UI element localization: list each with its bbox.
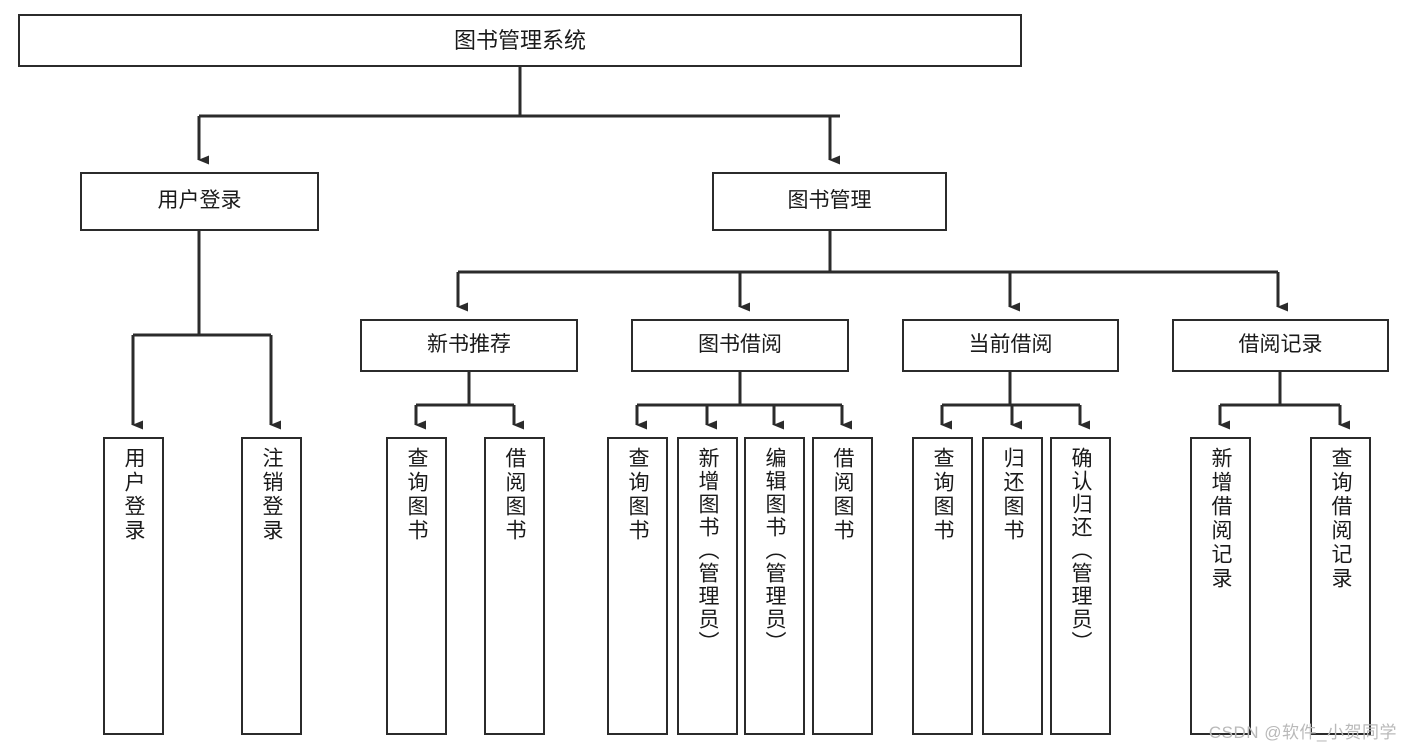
node-leaf-query-book-1-label: 查询图书 (405, 447, 428, 543)
node-leaf-user-logout[interactable]: 注销登录 (241, 437, 302, 735)
node-leaf-add-record-label: 新增借阅记录 (1209, 447, 1232, 591)
node-leaf-query-book-3-label: 查询图书 (931, 447, 954, 543)
node-leaf-user-login[interactable]: 用户登录 (103, 437, 164, 735)
node-leaf-borrow-book-1-label: 借阅图书 (503, 447, 526, 543)
node-leaf-borrow-book-1[interactable]: 借阅图书 (484, 437, 545, 735)
node-leaf-confirm-return-label: 确认归还（管理员） (1069, 447, 1092, 654)
node-leaf-query-book-2[interactable]: 查询图书 (607, 437, 668, 735)
node-borrow-record-label: 借阅记录 (1238, 333, 1323, 357)
node-leaf-add-record[interactable]: 新增借阅记录 (1190, 437, 1251, 735)
node-current-borrow[interactable]: 当前借阅 (902, 319, 1119, 372)
node-leaf-edit-book-label: 编辑图书（管理员） (763, 447, 786, 654)
node-leaf-user-logout-label: 注销登录 (260, 447, 283, 543)
node-leaf-user-login-label: 用户登录 (122, 447, 145, 543)
node-leaf-return-book[interactable]: 归还图书 (982, 437, 1043, 735)
node-leaf-add-book-label: 新增图书（管理员） (696, 447, 719, 654)
node-borrow-record[interactable]: 借阅记录 (1172, 319, 1389, 372)
node-book-borrow-label: 图书借阅 (698, 333, 782, 357)
node-user-login-label: 用户登录 (157, 189, 242, 213)
node-leaf-edit-book[interactable]: 编辑图书（管理员） (744, 437, 805, 735)
node-leaf-query-book-3[interactable]: 查询图书 (912, 437, 973, 735)
node-leaf-query-book-1[interactable]: 查询图书 (386, 437, 447, 735)
node-user-login[interactable]: 用户登录 (80, 172, 319, 231)
node-book-manage[interactable]: 图书管理 (712, 172, 947, 231)
node-leaf-add-book[interactable]: 新增图书（管理员） (677, 437, 738, 735)
node-new-book-recommend[interactable]: 新书推荐 (360, 319, 578, 372)
node-leaf-borrow-book-2-label: 借阅图书 (831, 447, 854, 543)
node-book-borrow[interactable]: 图书借阅 (631, 319, 849, 372)
node-leaf-query-record-label: 查询借阅记录 (1329, 447, 1352, 591)
node-root-label: 图书管理系统 (453, 27, 586, 53)
node-new-book-recommend-label: 新书推荐 (427, 333, 511, 357)
node-root[interactable]: 图书管理系统 (18, 14, 1022, 67)
node-leaf-query-record[interactable]: 查询借阅记录 (1310, 437, 1371, 735)
watermark-text: CSDN @软件_小贺同学 (1208, 723, 1397, 742)
node-current-borrow-label: 当前借阅 (968, 333, 1053, 357)
node-leaf-borrow-book-2[interactable]: 借阅图书 (812, 437, 873, 735)
node-leaf-query-book-2-label: 查询图书 (626, 447, 649, 543)
node-book-manage-label: 图书管理 (787, 189, 872, 213)
node-leaf-return-book-label: 归还图书 (1001, 447, 1024, 543)
node-leaf-confirm-return[interactable]: 确认归还（管理员） (1050, 437, 1111, 735)
